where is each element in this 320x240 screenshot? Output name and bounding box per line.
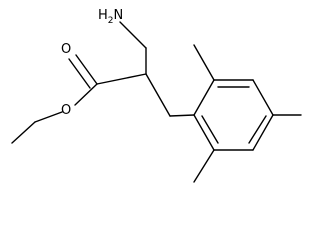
bond-carbonyl-double-2 [68, 58, 91, 89]
ring-bond-c3-c4 [252, 79, 274, 116]
ester-oxygen-label: O [61, 103, 71, 118]
bond-calpha-benzylch2 [145, 73, 171, 117]
bond-calpha-ccarbonyl [96, 73, 147, 85]
bond-benzylch2-ring [169, 114, 195, 117]
bond-methyl-bottom [193, 149, 215, 183]
amine-subscript-label: 2 [108, 16, 114, 26]
ring-double-inner-3 [201, 115, 219, 144]
amine-nitrogen-label: N [114, 8, 124, 23]
molecule-structure: H2N O O [11, 8, 302, 183]
ring-bond-c1-c2 [193, 79, 215, 116]
amine-label: H2N [98, 8, 123, 26]
bond-ethyl-ch2-ch3 [11, 121, 36, 144]
ring-bond-c4-c5 [252, 114, 274, 151]
amine-hydrogen-label: H [98, 8, 108, 23]
bond-n-ch2 [119, 21, 147, 49]
carbonyl-oxygen-label: O [61, 42, 71, 57]
ring-double-inner-2 [248, 115, 267, 144]
bond-oester-ch2 [34, 111, 63, 123]
bond-methyl-top [193, 44, 215, 81]
bond-ccarbonyl-oester [74, 83, 98, 106]
molecule-canvas: H2N O O [11, 8, 302, 183]
ring-bond-c6-c1 [193, 114, 215, 151]
bond-carbonyl-double-1 [75, 54, 98, 85]
